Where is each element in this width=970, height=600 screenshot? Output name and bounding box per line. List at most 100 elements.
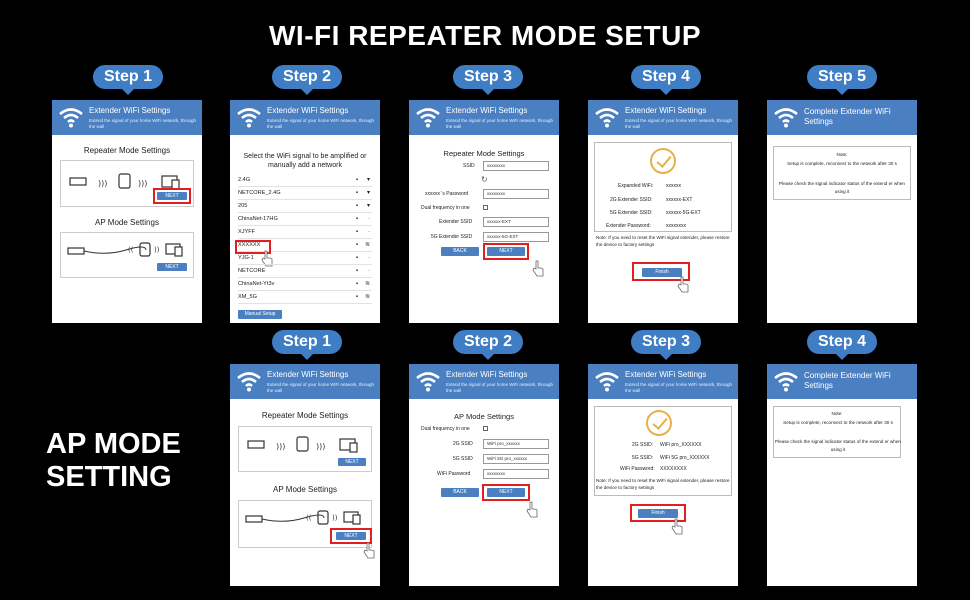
ap-step-3-badge: Step 3	[631, 330, 701, 360]
network-name: XJYFF	[238, 229, 256, 235]
svg-text:)): ))	[154, 246, 160, 254]
wifi-icon	[595, 372, 619, 392]
ap-diagram: (( ))	[67, 242, 183, 257]
wifi-icon	[416, 372, 440, 392]
back-button[interactable]: BACK	[441, 488, 479, 497]
network-item[interactable]: 205▪▾	[238, 200, 372, 213]
note-text: Setup is complete, reconnect to the netw…	[787, 161, 897, 166]
network-name: XM_5G	[238, 294, 257, 300]
highlight-box	[330, 528, 372, 544]
header-desc: Extend the signal of your home WiFi netw…	[267, 382, 375, 393]
page-title: WI-FI REPEATER MODE SETUP	[269, 20, 701, 51]
app-header: Extender WiFi Settings Extend the signal…	[588, 100, 738, 135]
2g-ssid-input[interactable]: WiFi pro_xxxxxx	[483, 439, 549, 449]
dual-frequency-label: Dual frequency in one	[421, 426, 470, 432]
network-item[interactable]: XJYFF▪·	[238, 226, 372, 239]
dual-frequency-checkbox[interactable]	[483, 426, 488, 431]
repeater-step-1-badge: Step 1	[93, 65, 163, 95]
lock-icon: ▪	[355, 268, 358, 274]
network-item[interactable]: ChinaNet-Yt3v▪≋	[238, 278, 372, 291]
highlight-box	[153, 188, 191, 204]
highlight-box	[483, 243, 529, 260]
password-input[interactable]: xxxxxxxx	[483, 189, 549, 199]
wifi-password-label: WiFi Password:	[620, 466, 655, 472]
next-button[interactable]: NEXT	[157, 263, 187, 271]
network-item[interactable]: ChinaNet-17HG▪·	[238, 213, 372, 226]
extender-ssid-input[interactable]: xxxxxx-EXT	[483, 217, 549, 227]
repeater-mode-card[interactable]	[60, 160, 194, 207]
header-desc: Extend the signal of your home WiFi netw…	[625, 118, 733, 129]
next-button[interactable]: NEXT	[338, 458, 366, 466]
network-item[interactable]: NETCORE▪·	[238, 265, 372, 278]
header-desc: Extend the signal of your home WiFi netw…	[89, 118, 197, 129]
finish-button[interactable]: Finish	[642, 268, 682, 277]
reset-note: Note: If you need to reset the WiFi sign…	[596, 235, 730, 247]
network-item[interactable]: 2.4G▪▾	[238, 174, 372, 187]
router-icon	[67, 247, 85, 255]
next-button[interactable]: NEXT	[487, 247, 525, 256]
signal-icon: ▾	[366, 190, 370, 196]
svg-text:((: ((	[306, 514, 312, 522]
extender-password-label: Extender Password:	[606, 223, 651, 229]
app-header: Extender WiFi Settings Extend the signal…	[230, 364, 380, 399]
next-button[interactable]: NEXT	[487, 488, 525, 497]
network-name: XXXXXX	[238, 242, 261, 248]
signal-icon: ▾	[366, 203, 370, 209]
network-item[interactable]: XXXXXX▪≋	[238, 239, 372, 252]
back-button[interactable]: BACK	[441, 247, 479, 256]
ap-step-2-screen: Extender WiFi Settings Extend the signal…	[409, 364, 559, 586]
finish-button[interactable]: Finish	[638, 509, 678, 518]
note-text: Setup is complete, reconnect to the netw…	[783, 420, 893, 425]
ap-mode-card[interactable]	[238, 500, 372, 548]
next-button[interactable]: NEXT	[157, 192, 187, 200]
lock-icon: ▪	[355, 190, 358, 196]
router-icon	[245, 515, 263, 523]
svg-text:))): )))	[316, 442, 325, 451]
lock-icon: ▪	[355, 255, 358, 261]
highlight-box	[235, 240, 271, 254]
2g-ssid-value: xxxxxx-EXT	[666, 197, 693, 203]
5g-ssid-input[interactable]: WiFi 5G pro_xxxxxx	[483, 454, 549, 464]
repeater-step-2-screen: Extender WiFi Settings Extend the signal…	[230, 100, 380, 323]
note-text-2: Please check the signal indicator status…	[775, 439, 901, 452]
network-item[interactable]: XM_5G▪≋	[238, 291, 372, 304]
network-item[interactable]: NETCORE_2.4G▪▾	[238, 187, 372, 200]
lock-icon: ▪	[355, 203, 358, 209]
next-button[interactable]: NEXT	[336, 532, 366, 540]
2g-ssid-label: 2G SSID:	[632, 442, 654, 448]
repeater-icon	[118, 173, 131, 189]
repeater-diagram: ))) )))	[247, 436, 358, 453]
network-item[interactable]: YJG-1▪·	[238, 252, 372, 265]
dual-frequency-checkbox[interactable]	[483, 205, 488, 210]
2g-ssid-label: 2G Extender SSID:	[610, 197, 653, 203]
svg-text:((: ((	[128, 246, 134, 254]
dual-frequency-label: Dual frequency in one	[421, 205, 470, 211]
repeater-step-4-screen: Extender WiFi Settings Extend the signal…	[588, 100, 738, 323]
repeater-mode-card[interactable]	[238, 426, 372, 472]
signal-icon: ▾	[366, 177, 370, 183]
hand-pointer-icon	[677, 276, 689, 293]
highlight-box	[630, 504, 686, 522]
repeater-step-5-badge: Step 5	[807, 65, 877, 95]
extender-5g-ssid-input[interactable]: xxxxxx-5G-EXT	[483, 232, 549, 242]
reset-note: Note: If you need to reset the WiFi sign…	[596, 478, 730, 490]
ap-mode-card[interactable]	[60, 232, 194, 278]
ap-step-4-badge: Step 4	[807, 330, 877, 360]
wifi-icon	[59, 108, 83, 128]
ap-step-4-screen: Complete Extender WiFi Settings Note: Se…	[767, 364, 917, 586]
router-icon	[247, 440, 265, 449]
result-panel	[594, 142, 732, 232]
repeater-step-3-badge: Step 3	[453, 65, 523, 95]
2g-ssid-value: WiFi pro_XXXXXX	[660, 442, 702, 448]
lock-icon: ▪	[355, 242, 358, 248]
5g-ssid-label: 5G SSID	[453, 456, 473, 462]
wifi-icon	[774, 108, 798, 128]
manual-setup-button[interactable]: Manual Setup	[238, 310, 282, 319]
wifi-password-input[interactable]: xxxxxxxx	[483, 469, 549, 479]
refresh-icon[interactable]: ↻	[481, 175, 488, 184]
hand-pointer-icon	[671, 518, 683, 535]
ssid-input[interactable]: xxxxxxxx	[483, 161, 549, 171]
note-label: Note:	[836, 152, 848, 157]
repeater-mode-heading: Repeater Mode Settings	[261, 411, 349, 420]
